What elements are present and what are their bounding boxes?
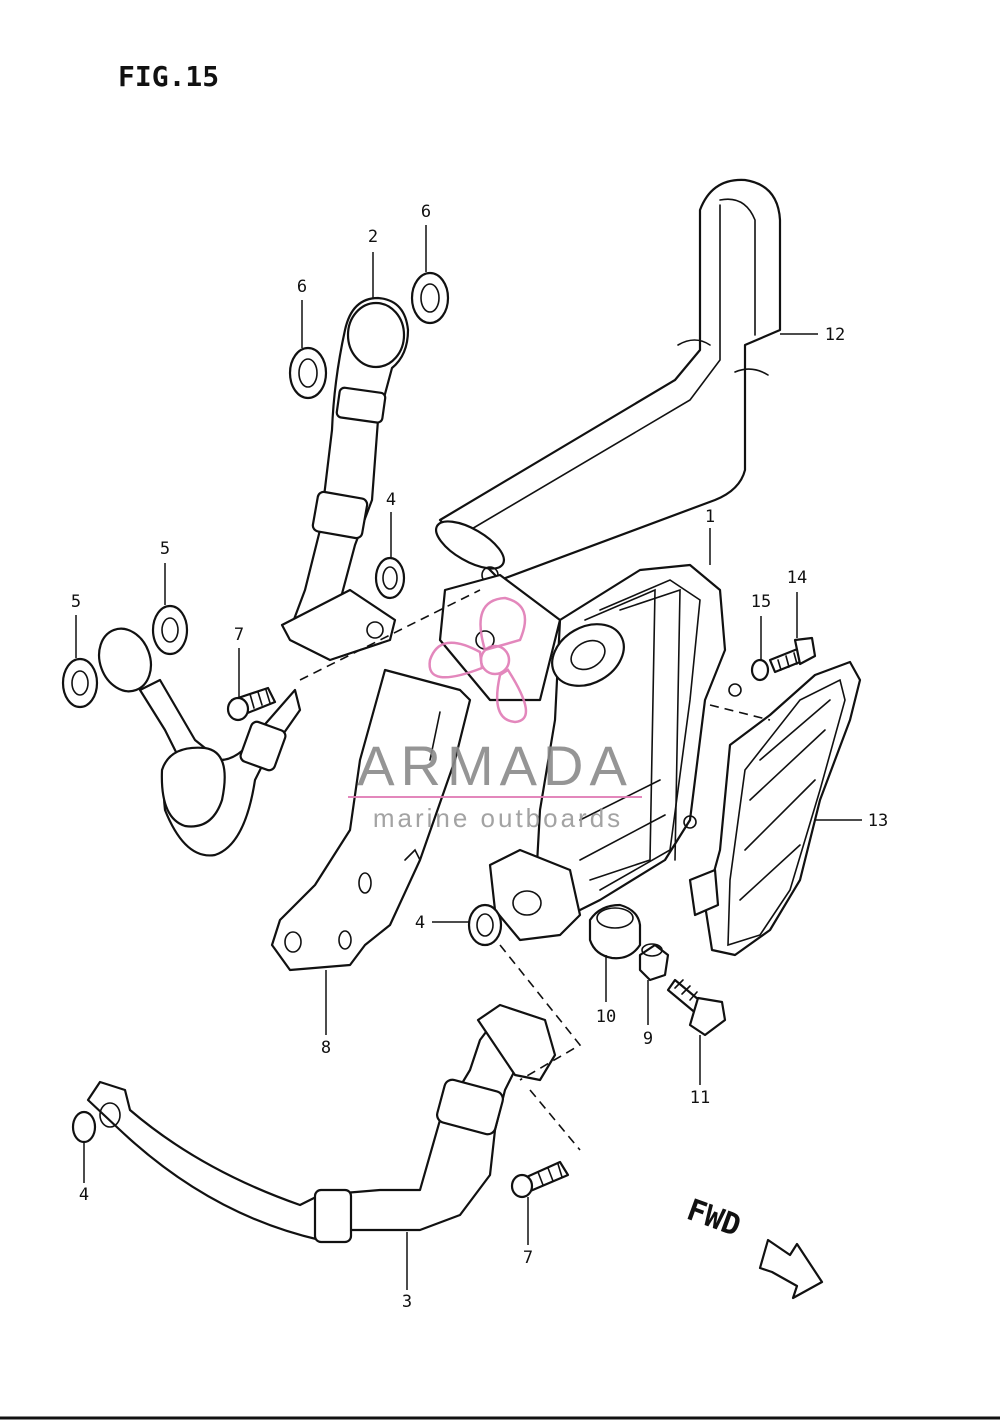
callout-10: 10 [596,1007,616,1027]
bolt-14 [768,636,817,674]
washer-5-upper [151,604,189,656]
callout-2: 2 [368,227,378,247]
grommet-10 [588,903,642,960]
bolt-11 [666,978,727,1037]
callout-14: 14 [787,568,807,588]
washer-4-lower [71,1110,97,1144]
leader-lines [75,225,862,1290]
callout-4-middle: 4 [415,913,425,933]
callout-4-lower: 4 [79,1185,89,1205]
watermark: ARMADA marine outboards [348,596,642,833]
oil-hose-2 [280,296,410,662]
bolt-7-lower [510,1160,570,1199]
alignment-lines [299,589,771,1151]
callout-5-upper: 5 [160,539,170,559]
callout-4-upper: 4 [386,490,396,510]
collar-9 [638,943,670,982]
bracket-8 [270,668,472,972]
callouts: 2 6 6 4 5 5 7 1 12 15 14 13 4 10 9 11 8 … [71,202,888,1312]
oil-hose-assembly [97,627,302,857]
washer-6-upper [410,271,450,325]
oil-pipe-3 [86,1003,557,1244]
fwd-arrow-icon [758,1238,824,1300]
callout-15: 15 [751,592,771,612]
callout-7-lower: 7 [523,1248,533,1268]
callout-8: 8 [321,1038,331,1058]
figure-title: FIG.15 [118,60,219,93]
water-hose-12 [435,178,782,584]
fasteners [226,636,817,1199]
washer-6-lower [288,346,328,400]
callout-11: 11 [690,1088,710,1108]
callout-1: 1 [705,507,715,527]
fwd-indicator: FWD [682,1193,824,1300]
washer-4-middle [467,903,503,947]
callout-5-lower: 5 [71,592,81,612]
washers [61,271,770,1144]
washer-15 [750,658,770,682]
callout-6-lower: 6 [297,277,307,297]
fwd-label: FWD [682,1193,745,1244]
watermark-brand: ARMADA [357,734,633,797]
callout-12: 12 [825,325,845,345]
washer-4-upper [374,556,406,600]
callout-3: 3 [402,1292,412,1312]
bolt-7-upper [226,686,277,722]
cooler-cover-13 [688,660,862,957]
callout-6-upper: 6 [421,202,431,222]
propeller-logo-icon [428,596,528,724]
watermark-tagline: marine outboards [373,803,623,833]
washer-5-lower [61,657,99,709]
oil-cooler-1 [438,563,742,942]
callout-13: 13 [868,811,888,831]
callout-9: 9 [643,1029,653,1049]
callout-7-upper: 7 [234,625,244,645]
